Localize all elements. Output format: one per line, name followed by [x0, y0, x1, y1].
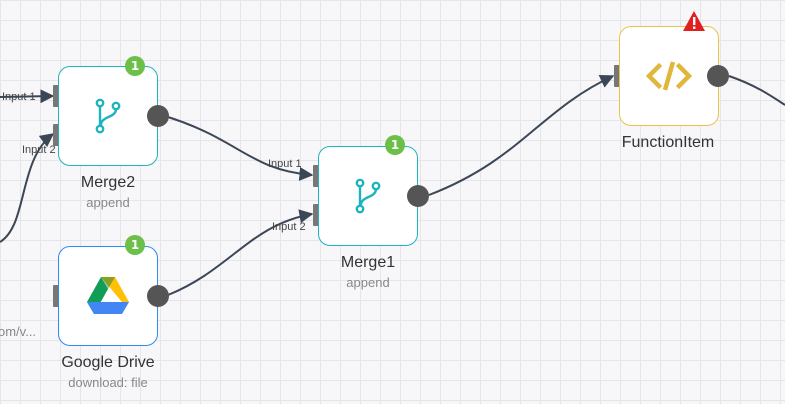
merge2-input1-label: Input 1	[2, 91, 36, 103]
merge2-execution-badge: 1	[125, 56, 145, 76]
functionitem-node[interactable]	[619, 26, 719, 126]
wire-left-to-merge2-input2[interactable]	[0, 133, 55, 243]
google-drive-icon	[87, 277, 129, 314]
wire-merge1-to-functionitem[interactable]	[428, 74, 615, 196]
merge2-node[interactable]	[58, 66, 158, 166]
functionitem-title: FunctionItem	[621, 134, 715, 151]
offscreen-node-subtitle-fragment: om/v...	[0, 324, 37, 339]
merge1-input1-port[interactable]	[313, 165, 322, 187]
merge2-input1-port[interactable]	[53, 85, 62, 107]
merge2-output-port[interactable]	[147, 105, 169, 127]
wire-merge2-to-merge1[interactable]	[167, 116, 314, 181]
googledrive-subtitle: download: file	[68, 375, 148, 390]
merge1-subtitle: append	[346, 275, 390, 290]
wire-left-to-merge2-input1[interactable]	[0, 89, 55, 104]
functionitem-input-port[interactable]	[614, 65, 623, 87]
code-icon	[646, 61, 692, 91]
merge2-input2-label: Input 2	[22, 144, 56, 156]
wire-functionitem-out[interactable]	[728, 75, 785, 106]
merge1-execution-badge: 1	[385, 135, 405, 155]
functionitem-output-port[interactable]	[707, 65, 729, 87]
wire-googledrive-to-merge1[interactable]	[167, 209, 314, 296]
merge-branch-icon	[355, 178, 381, 214]
merge1-input2-label: Input 2	[272, 221, 306, 233]
merge1-input2-port[interactable]	[313, 204, 322, 226]
merge-branch-icon	[95, 98, 121, 134]
googledrive-title: Google Drive	[61, 354, 155, 371]
merge1-title: Merge1	[340, 254, 396, 271]
merge2-subtitle: append	[86, 195, 130, 210]
googledrive-execution-badge: 1	[125, 235, 145, 255]
google-drive-node[interactable]	[58, 246, 158, 346]
merge1-output-port[interactable]	[407, 185, 429, 207]
googledrive-input-port[interactable]	[53, 285, 62, 307]
merge2-input2-port[interactable]	[53, 124, 62, 146]
googledrive-output-port[interactable]	[147, 285, 169, 307]
warning-triangle-icon	[683, 11, 705, 31]
merge1-input1-label: Input 1	[268, 158, 302, 170]
merge2-title: Merge2	[80, 174, 136, 191]
merge1-node[interactable]	[318, 146, 418, 246]
